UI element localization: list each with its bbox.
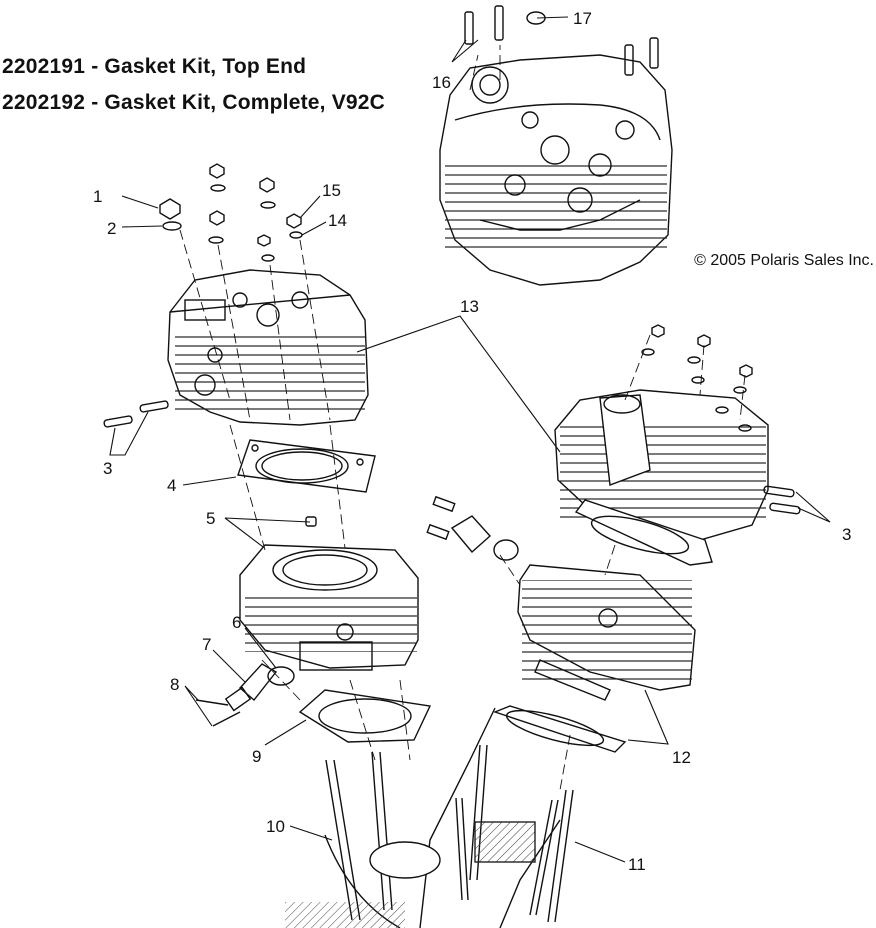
callout-9: 9 — [252, 747, 261, 766]
kit-description: Gasket Kit, Top End — [104, 55, 307, 78]
leader-10 — [289, 825, 333, 841]
leader-17 — [536, 16, 569, 19]
callout-8: 8 — [170, 675, 179, 694]
callout-4: 4 — [167, 476, 176, 495]
base-gasket — [298, 689, 432, 743]
rear-cylinder-head — [554, 389, 769, 541]
callout-7: 7 — [202, 635, 211, 654]
callout-16: 16 — [432, 73, 451, 92]
pushrods — [325, 744, 574, 923]
crankcase-v — [285, 707, 561, 928]
kit-description: Gasket Kit, Complete, V92C — [104, 91, 386, 114]
callout-6: 6 — [232, 613, 241, 632]
callout-5: 5 — [206, 509, 215, 528]
leader-7 — [212, 649, 246, 683]
leader-5a — [224, 517, 311, 523]
rear-base-gasket — [492, 705, 627, 753]
callout-12: 12 — [672, 748, 691, 767]
callout-15: 15 — [322, 181, 341, 200]
dowel-pins-left — [103, 400, 169, 428]
leader-14 — [301, 221, 327, 236]
dowel-pins-right — [763, 485, 801, 515]
leader-8 — [184, 685, 213, 727]
callout-17: 17 — [573, 9, 592, 28]
front-cylinder — [239, 544, 419, 671]
callout-2: 2 — [107, 219, 116, 238]
head-fasteners — [159, 163, 303, 262]
kit-number: 2202192 — [2, 91, 86, 114]
leader-3-right — [795, 491, 831, 523]
water-outlet-assembly — [426, 495, 519, 561]
head-gasket — [237, 439, 376, 493]
callout-13: 13 — [460, 297, 479, 316]
rear-head-gasket — [574, 499, 713, 566]
callout-11: 11 — [628, 855, 646, 874]
cylinder-head-top-view — [439, 5, 673, 286]
leader-3-left — [109, 411, 149, 456]
kit-line-top-end: 2202191 - Gasket Kit, Top End — [2, 55, 307, 78]
leader-11 — [574, 841, 626, 863]
leader-16 — [451, 39, 479, 63]
tensioner-assembly — [195, 663, 295, 727]
kit-line-complete: 2202192 - Gasket Kit, Complete, V92C — [2, 91, 386, 114]
front-cylinder-head — [167, 269, 369, 426]
leader-1 — [121, 195, 159, 209]
leader-15 — [299, 195, 321, 219]
leader-6 — [244, 627, 277, 669]
leader-13 — [356, 315, 561, 453]
kit-number: 2202191 — [2, 55, 86, 78]
leader-2 — [121, 225, 163, 228]
copyright-notice: © 2005 Polaris Sales Inc. — [694, 252, 874, 269]
callout-10: 10 — [266, 817, 285, 836]
callout-14: 14 — [328, 211, 347, 230]
leader-12 — [627, 689, 669, 745]
leader-9 — [264, 719, 307, 746]
rear-head-fasteners — [641, 324, 753, 432]
alignment-lines — [179, 45, 746, 791]
callout-labels: 1 2 3 3 4 5 6 7 8 9 10 11 12 13 14 15 16… — [93, 9, 851, 874]
callout-1: 1 — [93, 187, 102, 206]
leader-4 — [182, 476, 237, 486]
callout-3-right: 3 — [842, 525, 851, 544]
rear-cylinder — [517, 564, 696, 701]
callout-3-left: 3 — [103, 459, 112, 478]
